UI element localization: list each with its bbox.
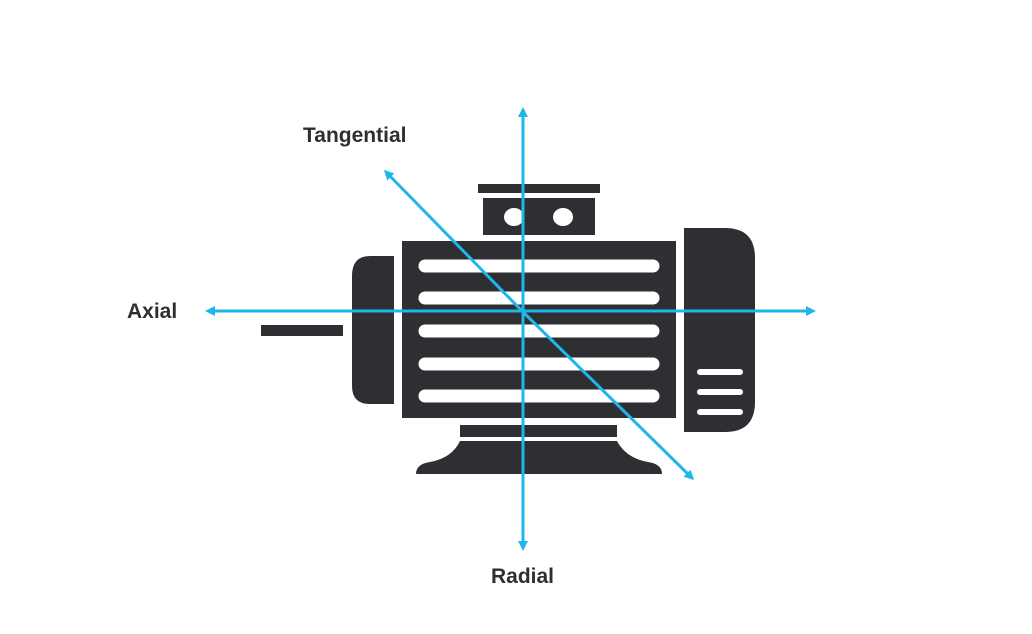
front-end-cap [352,256,394,404]
motor-shaft [261,325,343,336]
axial-label: Axial [127,300,178,323]
tangential-label: Tangential [303,124,407,147]
radial-label: Radial [491,565,555,588]
fan-vents [697,369,743,415]
motion-axes [205,107,816,551]
terminal-box-plate [478,184,600,193]
motor-base-foot [416,441,662,474]
fan-cover [684,228,755,432]
cooling-fins [418,259,660,403]
tangential-arrow-up-left [383,169,524,313]
terminal-hole-left [504,208,524,226]
tangential-arrow-down-right [520,309,695,481]
terminal-hole-right [553,208,573,226]
terminal-holes [504,208,573,226]
motor-base-neck [460,425,617,437]
terminal-box [483,198,595,235]
